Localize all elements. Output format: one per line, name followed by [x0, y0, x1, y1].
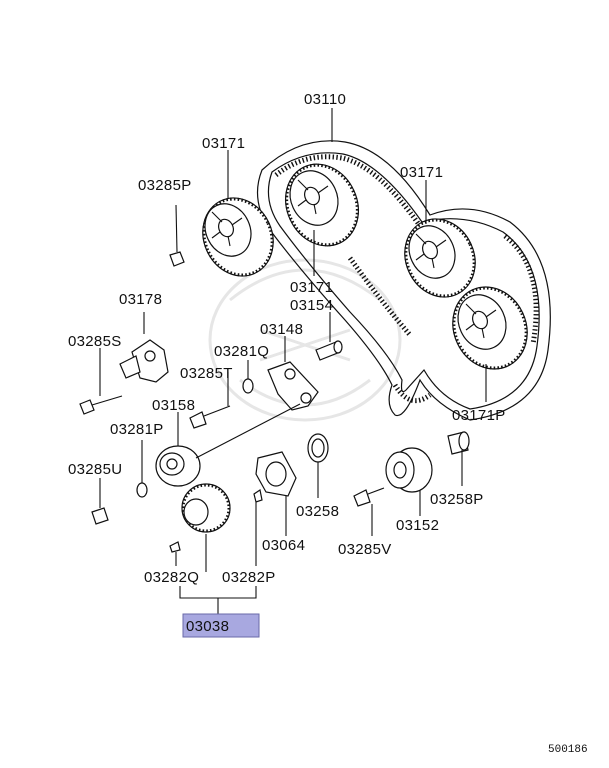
roller-03152[interactable] — [385, 447, 433, 516]
bolt-03285t[interactable] — [189, 405, 231, 429]
selected-part-highlight[interactable] — [182, 613, 260, 638]
label-03281q[interactable]: 03281Q — [214, 343, 269, 360]
camshaft-sprocket-center[interactable] — [273, 152, 372, 258]
label-03281p[interactable]: 03281P — [110, 421, 164, 438]
label-03064[interactable]: 03064 — [262, 537, 305, 554]
label-03282p[interactable]: 03282P — [222, 569, 276, 586]
label-03285p[interactable]: 03285P — [138, 177, 192, 194]
label-03171p[interactable]: 03171P — [452, 407, 506, 424]
tensioner-bracket[interactable] — [267, 336, 319, 411]
tensioner-arm[interactable] — [119, 312, 169, 383]
label-03178[interactable]: 03178 — [119, 291, 162, 308]
timing-belt[interactable] — [256, 140, 551, 421]
washer-03281p[interactable] — [136, 440, 148, 498]
key-03282p[interactable] — [253, 489, 263, 566]
leader-bracket-03038 — [179, 586, 257, 614]
crankshaft-sprocket-03038[interactable] — [181, 483, 231, 572]
ring-03258[interactable] — [307, 433, 329, 498]
bolt-03285v[interactable] — [353, 487, 385, 536]
label-03171-center[interactable]: 03171 — [290, 279, 333, 296]
washer-03281q[interactable] — [242, 360, 254, 394]
pin-03154[interactable] — [315, 312, 343, 361]
bolt-03285s[interactable] — [79, 348, 123, 415]
bolt-03285u[interactable] — [91, 478, 109, 525]
label-03110[interactable]: 03110 — [304, 91, 346, 108]
label-03258p[interactable]: 03258P — [430, 491, 484, 508]
label-03152[interactable]: 03152 — [396, 517, 439, 534]
camshaft-sprocket-right[interactable] — [392, 207, 487, 308]
idler-pulley[interactable] — [155, 403, 301, 487]
label-03258[interactable]: 03258 — [296, 503, 339, 520]
label-03158[interactable]: 03158 — [152, 397, 195, 414]
diagram-code: 500186 — [548, 744, 588, 756]
label-03285v[interactable]: 03285V — [338, 541, 392, 558]
label-03282q[interactable]: 03282Q — [144, 569, 199, 586]
label-03285t[interactable]: 03285T — [180, 365, 233, 382]
label-03038[interactable]: 03038 — [186, 618, 229, 635]
spacer-03258p[interactable] — [447, 431, 470, 486]
crank-sprocket-p[interactable] — [440, 275, 541, 382]
bolt-03285p[interactable] — [169, 204, 185, 267]
label-03148[interactable]: 03148 — [260, 321, 303, 338]
camshaft-sprocket-left[interactable] — [190, 186, 285, 287]
label-03285s[interactable]: 03285S — [68, 333, 122, 350]
tensioner-pulley[interactable] — [255, 451, 297, 536]
key-03282q[interactable] — [169, 541, 181, 566]
label-03171-right[interactable]: 03171 — [400, 164, 443, 181]
label-03285u[interactable]: 03285U — [68, 461, 122, 478]
label-03154[interactable]: 03154 — [290, 297, 333, 314]
label-03171-left[interactable]: 03171 — [202, 135, 245, 152]
